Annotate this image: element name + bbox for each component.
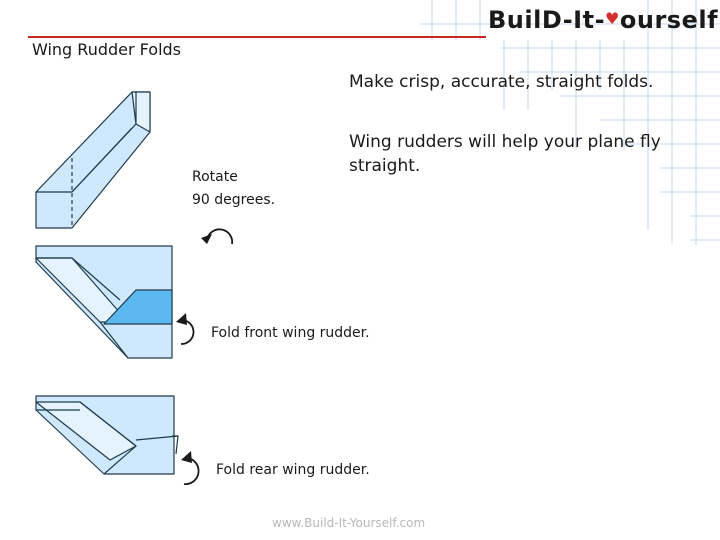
tip-crisp-folds: Make crisp, accurate, straight folds. bbox=[349, 72, 654, 92]
rotate-instruction: Rotate 90 degrees. bbox=[192, 166, 275, 212]
plane-diagram-1 bbox=[35, 91, 151, 229]
logo-text-part2: ourself bbox=[619, 6, 719, 34]
fold-arrow-icon bbox=[176, 313, 195, 345]
plane-diagram-2 bbox=[35, 245, 173, 359]
plane-diagram-3 bbox=[35, 395, 179, 475]
step-fold-rear-rudder: Fold rear wing rudder. bbox=[216, 462, 370, 478]
fold-arrow-icon bbox=[181, 451, 200, 485]
heart-icon: ♥ bbox=[605, 9, 620, 28]
logo-text-part1: BuilD-It- bbox=[488, 6, 606, 34]
page-title: Wing Rudder Folds bbox=[32, 40, 182, 59]
rotate-label-line1: Rotate bbox=[192, 169, 238, 185]
rotate-arrow-icon bbox=[201, 228, 234, 245]
step-fold-front-rudder: Fold front wing rudder. bbox=[211, 325, 370, 341]
title-rule bbox=[28, 36, 486, 38]
site-logo: BuilD-It-♥ourself bbox=[488, 6, 718, 34]
footer-url[interactable]: www.Build-It-Yourself.com bbox=[272, 516, 426, 530]
tip-wing-rudders: Wing rudders will help your plane fly st… bbox=[349, 132, 661, 176]
rotate-label-line2: 90 degrees. bbox=[192, 192, 276, 208]
